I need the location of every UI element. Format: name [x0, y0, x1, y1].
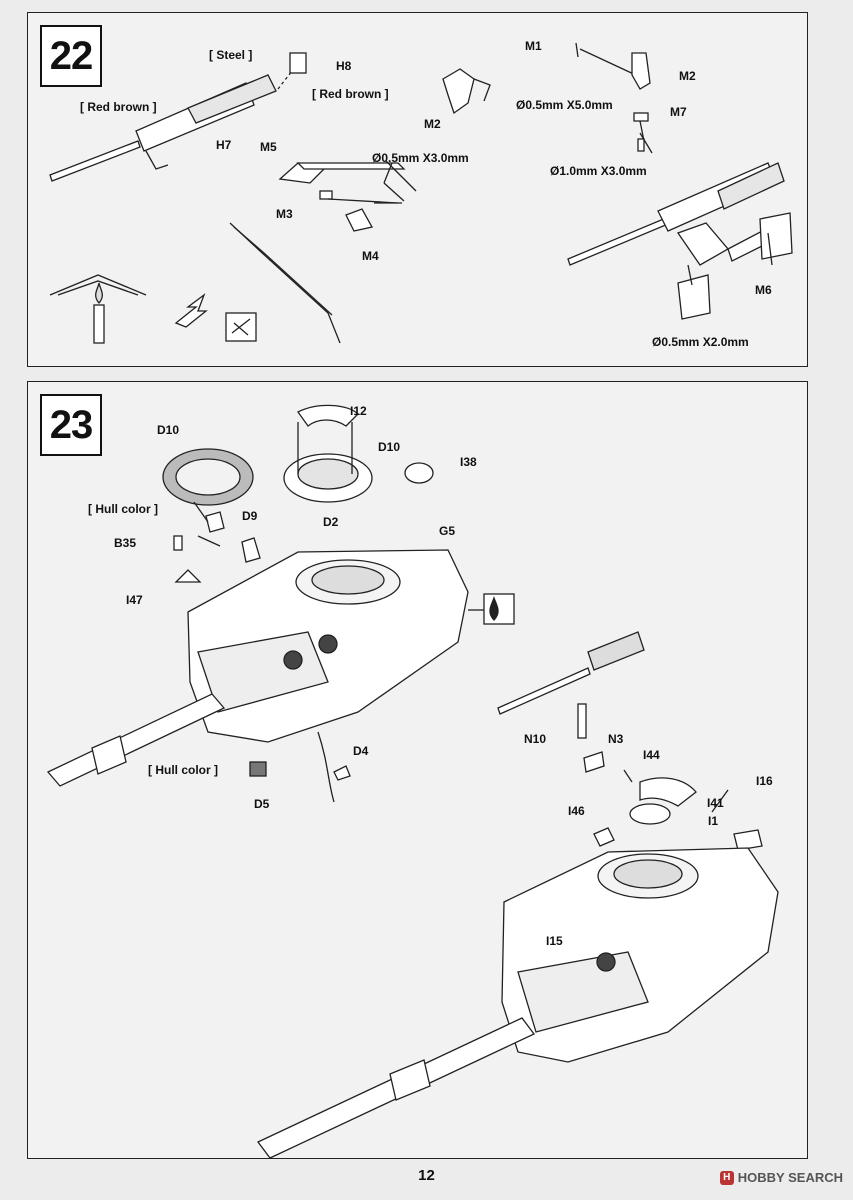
label-n3: N3: [608, 732, 624, 746]
label-d9: D9: [242, 509, 258, 523]
step-23-panel: 23: [27, 381, 808, 1159]
step-23-illustration: [46, 404, 779, 1159]
label-d5: D5: [254, 797, 270, 811]
label-g5: G5: [439, 524, 456, 538]
label-dim-05x20: Ø0.5mm X2.0mm: [652, 335, 749, 349]
label-i38: I38: [460, 455, 477, 469]
label-hull-color-1: [ Hull color ]: [88, 502, 158, 516]
watermark-text: HOBBY SEARCH: [737, 1170, 843, 1185]
page-number: 12: [418, 1167, 435, 1184]
step-number: 22: [40, 25, 102, 87]
label-i41: I41: [707, 796, 724, 810]
label-m4: M4: [362, 249, 379, 263]
label-m7: M7: [670, 105, 687, 119]
watermark: H HOBBY SEARCH: [719, 1170, 843, 1185]
watermark-logo-icon: H: [719, 1170, 734, 1185]
label-d4: D4: [353, 744, 369, 758]
label-h8: H8: [336, 59, 352, 73]
label-i47: I47: [126, 593, 143, 607]
label-d2: D2: [323, 515, 339, 529]
step-22-illustration: [49, 42, 793, 344]
label-m2-left: M2: [424, 117, 441, 131]
label-hull-color-2: [ Hull color ]: [148, 763, 218, 777]
label-m2-right: M2: [679, 69, 696, 83]
label-dim-05x50: Ø0.5mm X5.0mm: [516, 98, 613, 112]
label-i15: I15: [546, 934, 563, 948]
label-red-brown-1: [ Red brown ]: [80, 100, 157, 114]
label-i1: I1: [708, 814, 719, 828]
step-22-panel: 22: [27, 12, 808, 367]
label-i12: I12: [350, 404, 367, 418]
label-d10-left: D10: [157, 423, 180, 437]
label-m1: M1: [525, 39, 542, 53]
step-number: 23: [40, 394, 102, 456]
label-dim-10x30: Ø1.0mm X3.0mm: [550, 164, 647, 178]
label-m6: M6: [755, 283, 772, 297]
label-m3: M3: [276, 207, 293, 221]
label-h7: H7: [216, 138, 232, 152]
label-m5: M5: [260, 140, 277, 154]
label-n10: N10: [524, 732, 547, 746]
label-red-brown-2: [ Red brown ]: [312, 87, 389, 101]
label-i16: I16: [756, 774, 773, 788]
label-b35: B35: [114, 536, 137, 550]
label-i44: I44: [643, 748, 660, 762]
label-d10-right: D10: [378, 440, 401, 454]
label-i46: I46: [568, 804, 585, 818]
label-steel: [ Steel ]: [209, 48, 253, 62]
label-dim-05x30: Ø0.5mm X3.0mm: [372, 151, 469, 165]
